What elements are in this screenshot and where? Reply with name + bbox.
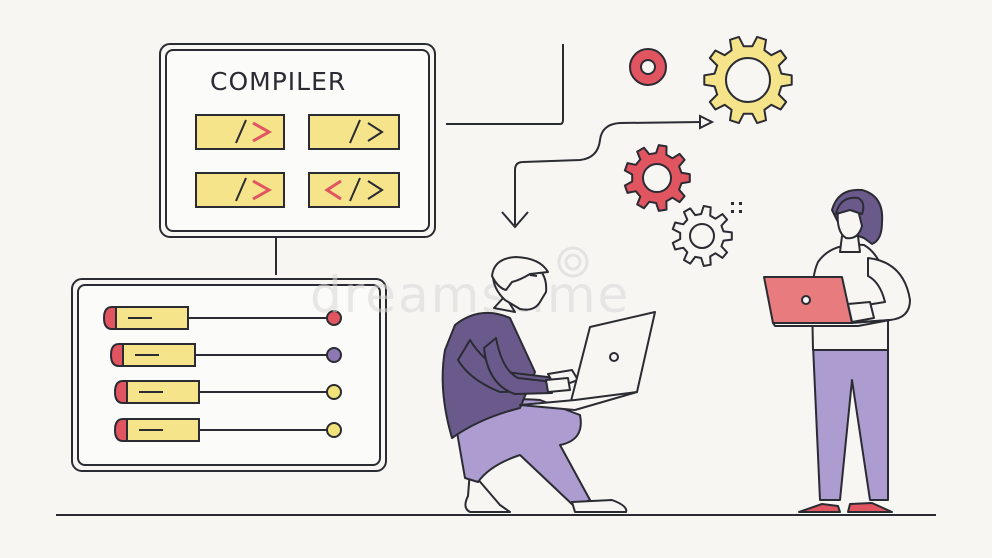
compiler-panel: COMPILER bbox=[159, 43, 436, 238]
gear-icon bbox=[671, 205, 733, 267]
list-item[interactable] bbox=[102, 306, 342, 330]
status-dot bbox=[326, 384, 342, 400]
flow-line bbox=[446, 44, 564, 125]
sparkle-dots bbox=[731, 202, 742, 213]
list-item[interactable] bbox=[113, 380, 342, 404]
gear-icon bbox=[703, 35, 793, 125]
ring-icon bbox=[629, 48, 667, 86]
code-button[interactable] bbox=[308, 114, 400, 150]
code-button[interactable] bbox=[195, 114, 285, 150]
list-item[interactable] bbox=[113, 418, 342, 442]
status-dot bbox=[326, 347, 342, 363]
arrow-right-icon bbox=[699, 114, 715, 130]
gear-icon bbox=[623, 144, 691, 212]
watermark-logo bbox=[557, 246, 589, 278]
status-dot bbox=[326, 422, 342, 438]
code-button[interactable] bbox=[195, 172, 285, 208]
compiler-title: COMPILER bbox=[210, 67, 346, 96]
status-dot bbox=[326, 310, 342, 326]
list-panel bbox=[71, 278, 387, 472]
code-button[interactable] bbox=[308, 172, 400, 208]
arrow-down-icon bbox=[501, 121, 703, 229]
person-standing bbox=[763, 188, 911, 513]
person-sitting bbox=[441, 256, 656, 513]
list-item[interactable] bbox=[109, 343, 342, 367]
